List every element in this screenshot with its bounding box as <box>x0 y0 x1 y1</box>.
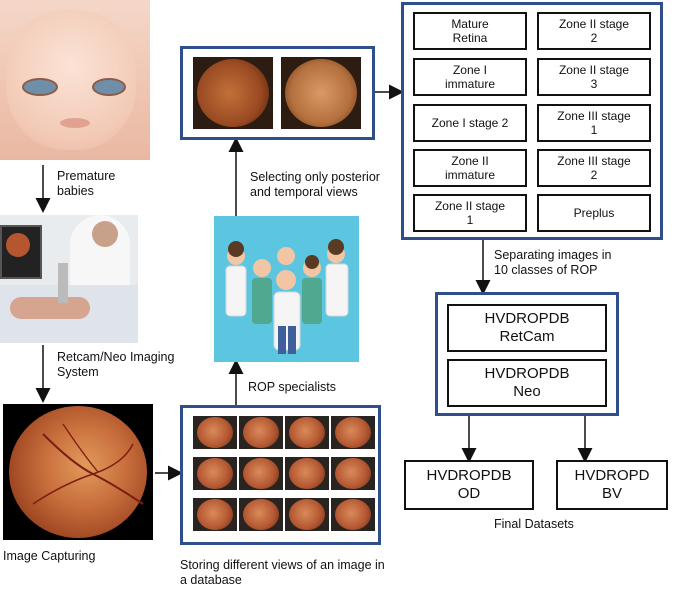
class-zone2-immature: Zone II immature <box>413 149 527 187</box>
class-zone3-stage2: Zone III stage 2 <box>537 149 651 187</box>
final-dataset-bv: HVDROPD BV <box>556 460 668 510</box>
retina-thumbnail <box>285 498 329 531</box>
label-selecting-views: Selecting only posterior and temporal vi… <box>250 170 380 199</box>
label-retcam-system: Retcam/Neo Imaging System <box>57 350 175 379</box>
class-zone3-stage1: Zone III stage 1 <box>537 104 651 142</box>
selected-views-frame <box>180 46 375 140</box>
label-rop-specialists: ROP specialists <box>248 380 336 394</box>
retina-thumbnail <box>239 457 283 490</box>
class-zone2-stage1: Zone II stage 1 <box>413 194 527 232</box>
posterior-view-image <box>193 57 273 129</box>
retina-thumbnail <box>285 457 329 490</box>
retina-thumbnail <box>331 498 375 531</box>
hvdropdb-retcam-box: HVDROPDB RetCam <box>447 304 607 352</box>
database-views-frame <box>180 405 381 545</box>
class-mature-retina: Mature Retina <box>413 12 527 50</box>
label-premature-babies: Premature babies <box>57 169 116 198</box>
premature-baby-photo <box>0 0 150 160</box>
retina-thumbnail <box>285 416 329 449</box>
temporal-view-image <box>281 57 361 129</box>
retcam-imaging-photo <box>0 215 138 343</box>
class-zone2-stage2: Zone II stage 2 <box>537 12 651 50</box>
label-storing-views: Storing different views of an image in a… <box>180 558 385 587</box>
class-zone1-stage2: Zone I stage 2 <box>413 104 527 142</box>
retina-thumbnail <box>193 498 237 531</box>
retina-thumbnail <box>193 457 237 490</box>
retina-thumbnail <box>193 416 237 449</box>
rop-specialists-illustration <box>214 216 359 362</box>
class-zone2-stage3: Zone II stage 3 <box>537 58 651 96</box>
captured-retina-image <box>3 404 153 540</box>
label-image-capturing: Image Capturing <box>3 549 96 563</box>
label-final-datasets: Final Datasets <box>494 517 574 531</box>
class-preplus: Preplus <box>537 194 651 232</box>
label-separating-classes: Separating images in 10 classes of ROP <box>494 248 612 277</box>
hvdropdb-neo-box: HVDROPDB Neo <box>447 359 607 407</box>
final-dataset-od: HVDROPDB OD <box>404 460 534 510</box>
retina-thumbnail <box>239 498 283 531</box>
retina-thumbnail <box>331 457 375 490</box>
retina-thumbnail <box>331 416 375 449</box>
retina-thumbnail <box>239 416 283 449</box>
class-zone1-immature: Zone I immature <box>413 58 527 96</box>
